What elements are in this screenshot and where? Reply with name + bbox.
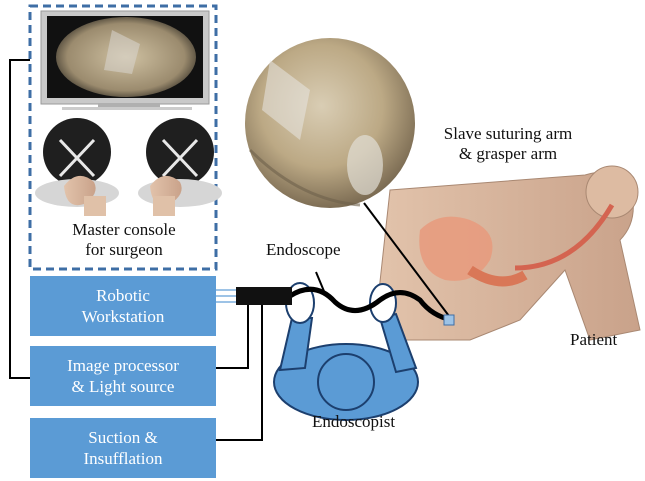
image-processor-line2: & Light source bbox=[72, 376, 175, 397]
suction-insufflation-line2: Insufflation bbox=[83, 448, 162, 469]
patient-illustration bbox=[378, 166, 640, 340]
endoscope-label: Endoscope bbox=[266, 240, 341, 260]
endoscope-tip bbox=[444, 315, 454, 325]
endoscopist-figure bbox=[274, 283, 418, 420]
endoscopic-view-image bbox=[245, 38, 415, 208]
slave-arm-line2: & grasper arm bbox=[412, 144, 604, 164]
monitor-icon bbox=[41, 11, 209, 110]
patient-label: Patient bbox=[570, 330, 617, 350]
robotic-workstation-line2: Workstation bbox=[82, 306, 165, 327]
suction-insufflation-line1: Suction & bbox=[88, 427, 157, 448]
master-console-controllers-icon bbox=[35, 118, 222, 216]
robotic-workstation-box: Robotic Workstation bbox=[30, 276, 216, 336]
image-processor-line1: Image processor bbox=[67, 355, 179, 376]
endoscopist-label: Endoscopist bbox=[312, 412, 395, 432]
master-console-line1: Master console bbox=[42, 220, 206, 240]
slave-arm-line1: Slave suturing arm bbox=[412, 124, 604, 144]
image-processor-box: Image processor & Light source bbox=[30, 346, 216, 406]
master-console-line2: for surgeon bbox=[42, 240, 206, 260]
master-console-label: Master console for surgeon bbox=[42, 220, 206, 260]
suction-insufflation-box: Suction & Insufflation bbox=[30, 418, 216, 478]
endoscope-connector bbox=[236, 287, 292, 305]
slave-arm-label: Slave suturing arm & grasper arm bbox=[412, 124, 604, 164]
robotic-workstation-line1: Robotic bbox=[96, 285, 150, 306]
